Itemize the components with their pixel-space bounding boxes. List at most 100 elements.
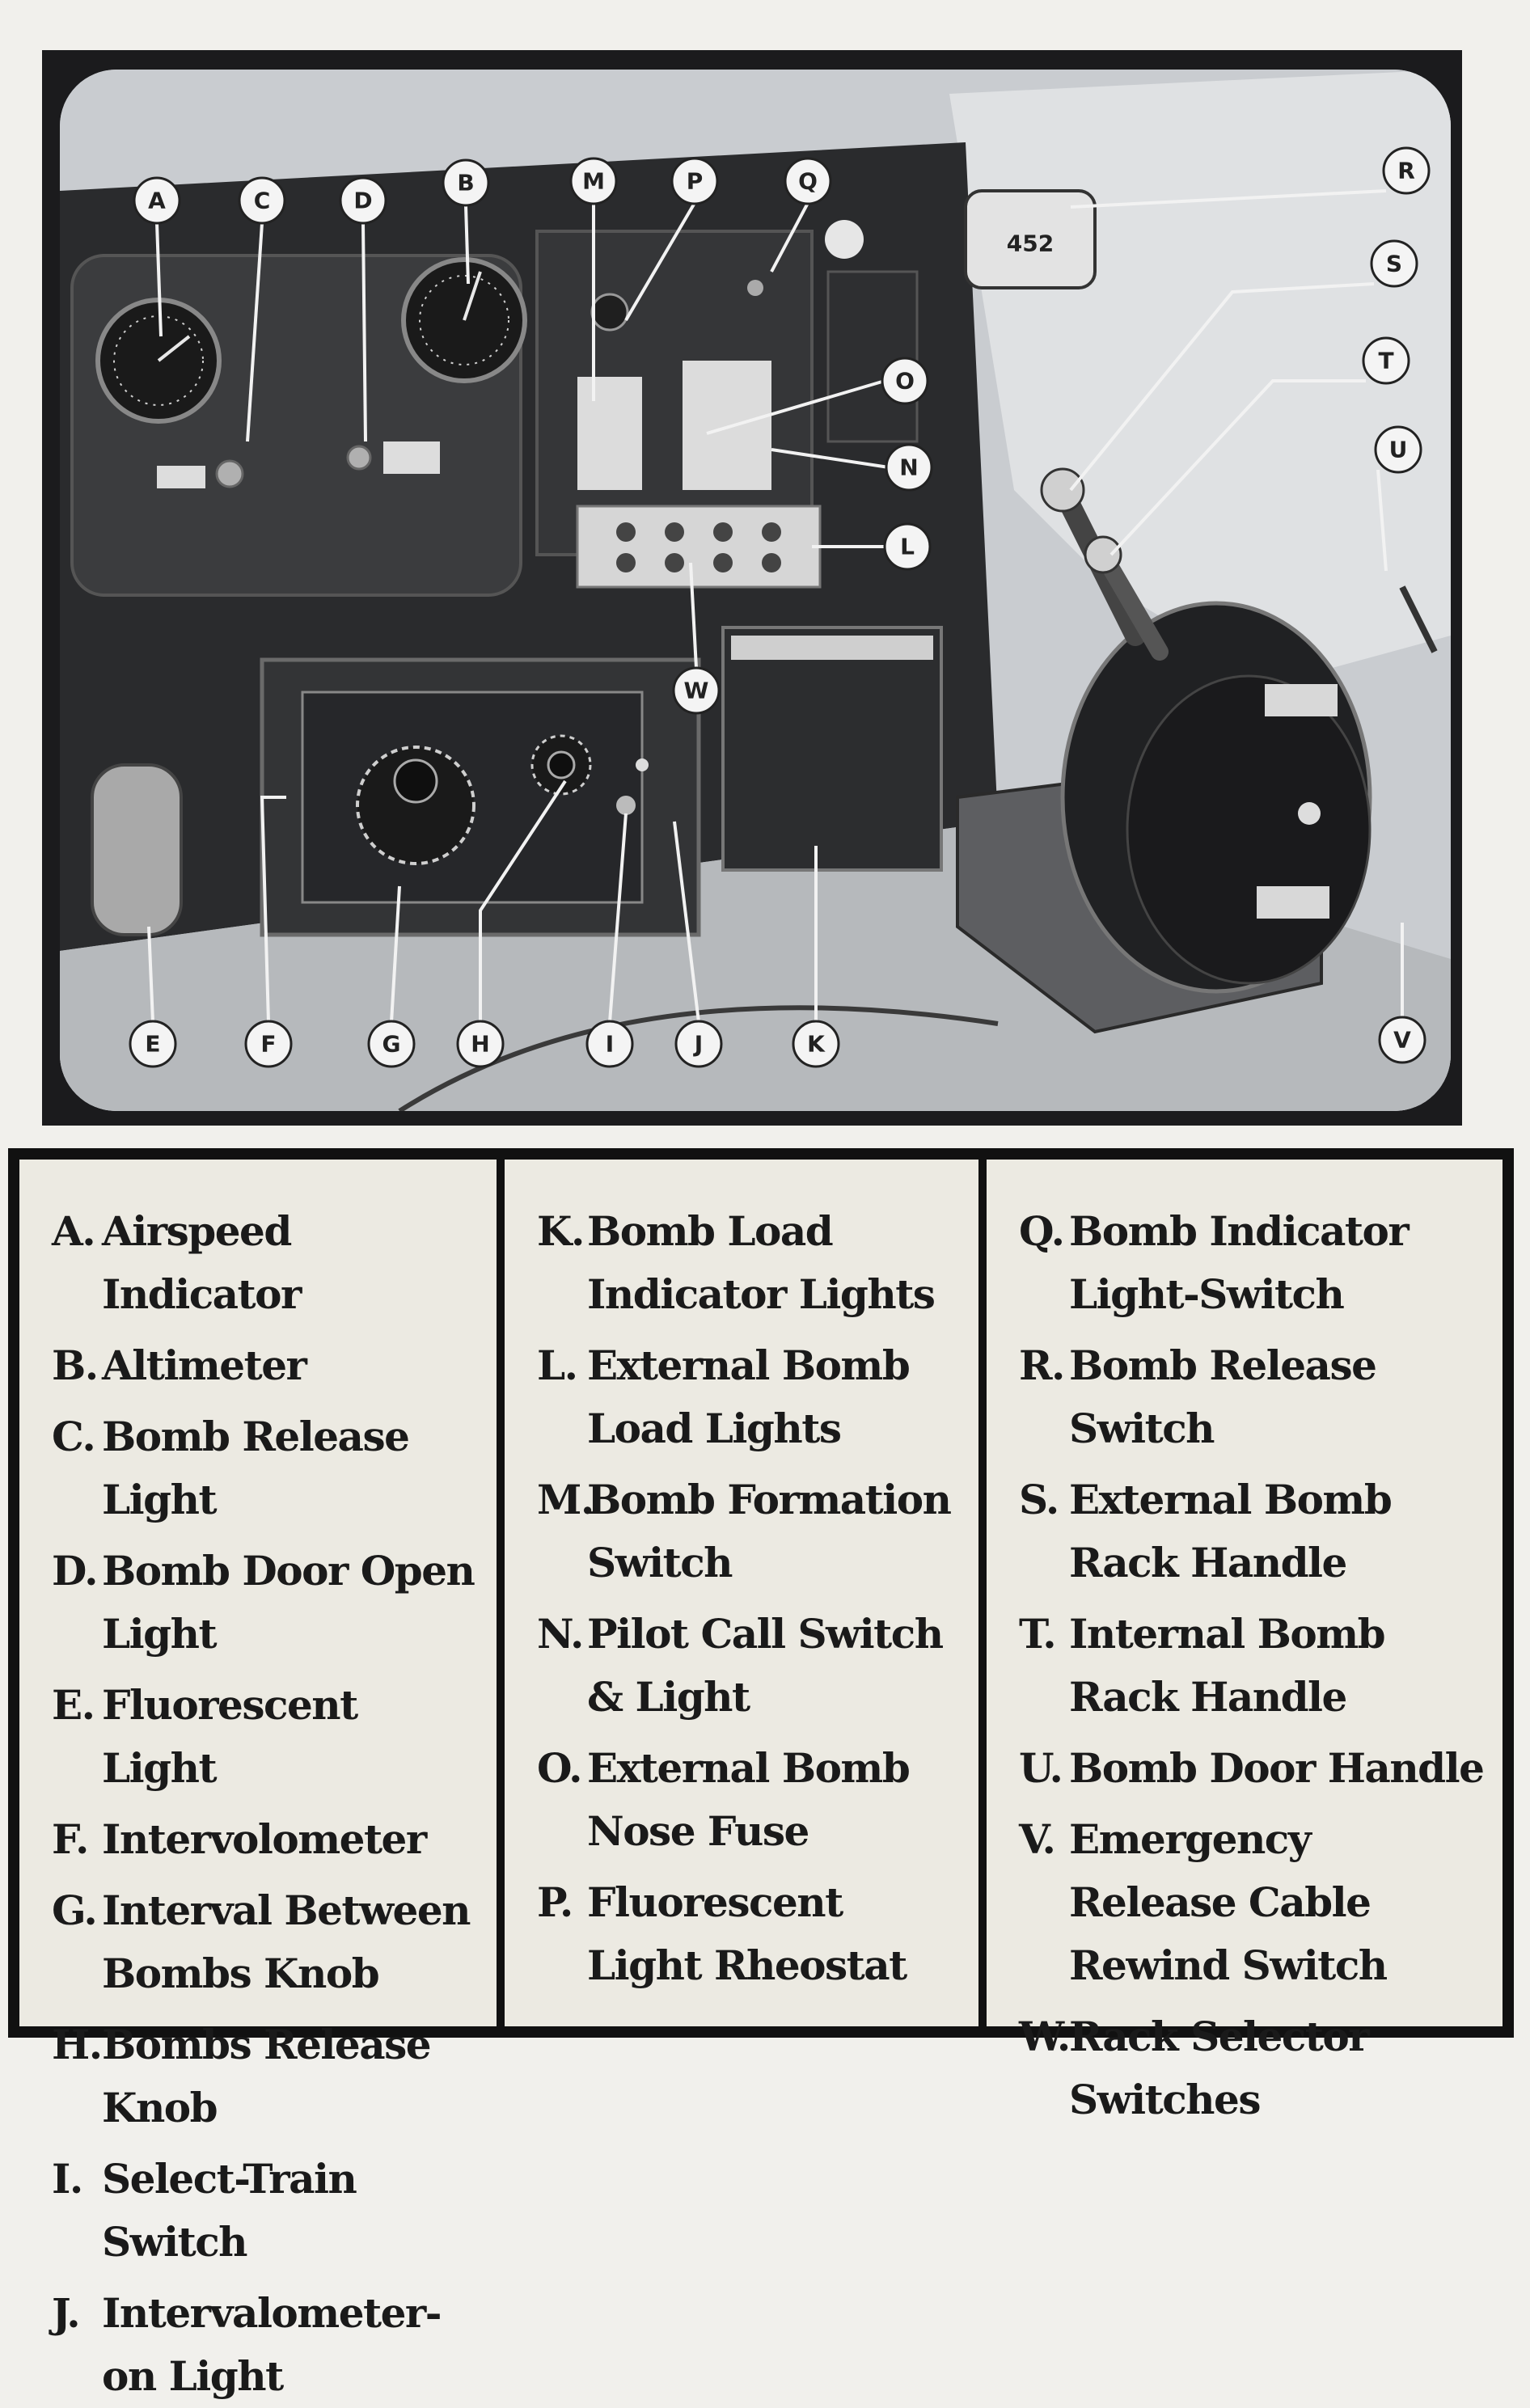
interval-knob-dial (356, 746, 475, 865)
callout-circle-v (1378, 1016, 1426, 1064)
legend-item-n: N.Pilot Call Switch & Light (537, 1603, 978, 1729)
callout-circle-b (442, 158, 490, 207)
external-rack-handle-knob (1040, 467, 1085, 513)
legend-text: Interval Between Bombs Knob (102, 1886, 471, 1997)
indicator-light-switch (747, 280, 763, 296)
intervalometer-on-light (636, 758, 649, 771)
callout-circle-u (1374, 425, 1422, 474)
cockpit-photo: 452 (60, 70, 1451, 1111)
legend-text: Bomb Door Handle (1069, 1744, 1485, 1792)
callout-label-q: Q (798, 168, 818, 195)
legend-text: Pilot Call Switch & Light (587, 1610, 944, 1721)
callout-label-f: F (260, 1031, 276, 1058)
callout-label-l: L (900, 534, 915, 560)
legend-letter: D. (52, 1547, 98, 1595)
callout-circle-s (1370, 239, 1418, 288)
legend-item-t: T.Internal Bomb Rack Handle (1019, 1603, 1503, 1729)
load-light (762, 553, 781, 572)
callout-label-t: T (1378, 348, 1393, 374)
bomb-load-indicator-strip (731, 636, 933, 660)
legend-text: Select-Train Switch (102, 2155, 357, 2266)
legend-item-f: F. Intervolometer (52, 1808, 497, 1871)
callout-label-s: S (1386, 251, 1402, 277)
load-light (616, 553, 636, 572)
legend-text: External Bomb Load Lights (587, 1341, 911, 1452)
select-train-switch (616, 796, 636, 815)
legend-item-i: I.Select-Train Switch (52, 2148, 497, 2274)
indicator-light-lens (825, 220, 864, 259)
callout-circle-i (585, 1020, 634, 1068)
legend-letter: B. (52, 1341, 99, 1389)
callout-circle-t (1362, 336, 1410, 385)
legend-text: External Bomb Rack Handle (1069, 1476, 1393, 1586)
bomb-door-light-plate (383, 441, 440, 474)
legend-item-d: D.Bomb Door Open Light (52, 1540, 497, 1666)
callout-label-h: H (471, 1031, 489, 1058)
legend-item-m: M.Bomb Formation Switch (537, 1468, 978, 1595)
bomb-release-light (215, 459, 244, 488)
callout-label-w: W (684, 678, 709, 704)
legend-item-g: G.Interval Between Bombs Knob (52, 1879, 497, 2005)
release-knob (547, 750, 576, 779)
legend-item-a: A.Airspeed Indicator (52, 1200, 497, 1326)
legend-item-q: Q.Bomb Indicator Light-Switch (1019, 1200, 1503, 1326)
legend-letter: M. (537, 1476, 594, 1523)
legend-text: External Bomb Nose Fuse (587, 1744, 911, 1855)
callout-label-b: B (457, 170, 474, 196)
legend-text: Bomb Formation Switch (587, 1476, 952, 1586)
callout-circle-a (133, 176, 181, 225)
callout-label-e: E (145, 1031, 160, 1058)
legend-text: Bomb Release Light (102, 1413, 410, 1523)
callout-circle-w (672, 666, 721, 715)
callout-label-o: O (895, 368, 915, 395)
legend-text: Intervolometer (102, 1815, 427, 1863)
legend-text: Intervalometer-on Light (102, 2289, 442, 2400)
callout-circle-k (792, 1020, 840, 1068)
bomb-load-indicator-box (721, 626, 943, 872)
legend-item-b: B.Altimeter (52, 1334, 497, 1397)
callout-label-k: K (807, 1031, 826, 1058)
legend-letter: P. (537, 1878, 573, 1926)
legend-text: Rack Selector Switches (1069, 2013, 1370, 2123)
callout-label-u: U (1389, 437, 1408, 463)
callout-circle-c (238, 176, 286, 225)
legend-item-k: K.Bomb Load Indicator Lights (537, 1200, 978, 1326)
legend-letter: S. (1019, 1476, 1059, 1523)
legend-letter: N. (537, 1610, 584, 1658)
load-light (665, 553, 684, 572)
callout-circle-d (339, 176, 387, 225)
legend-item-w: W.Rack Selector Switches (1019, 2005, 1503, 2131)
callout-label-n: N (899, 454, 918, 481)
callout-label-p: P (687, 168, 704, 195)
legend-letter: T. (1019, 1610, 1057, 1658)
legend-letter: A. (52, 1207, 96, 1255)
altimeter-dial-ticks (419, 275, 509, 365)
callout-label-d: D (353, 188, 372, 214)
rheostat-knob (590, 293, 629, 332)
legend-letter: F. (52, 1815, 89, 1863)
legend-text: Emergency Release Cable Rewind Switch (1069, 1815, 1388, 1989)
legend-item-l: L.External Bomb Load Lights (537, 1334, 978, 1460)
legend-letter: G. (52, 1886, 98, 1934)
legend-item-v: V. Emergency Release Cable Rewind Switch (1019, 1808, 1503, 1997)
legend-letter: L. (537, 1341, 578, 1389)
legend-letter: V. (1019, 1815, 1056, 1863)
interval-knob (393, 758, 438, 804)
leader-lines (147, 189, 1404, 1023)
legend-text: Fluorescent Light (102, 1681, 358, 1792)
legend-letter: H. (52, 2021, 103, 2068)
callout-circle-j (674, 1020, 723, 1068)
bomb-release-light-plate (157, 466, 205, 488)
callout-circle-g (367, 1020, 416, 1068)
legend-letter: O. (537, 1744, 583, 1792)
load-light (616, 522, 636, 542)
legend-text: Bomb Indicator Light-Switch (1069, 1207, 1410, 1318)
legend-letter: J. (52, 2289, 81, 2337)
formation-switch-plate (577, 377, 642, 490)
legend-letter: K. (537, 1207, 585, 1255)
callout-label-m: M (582, 168, 605, 195)
